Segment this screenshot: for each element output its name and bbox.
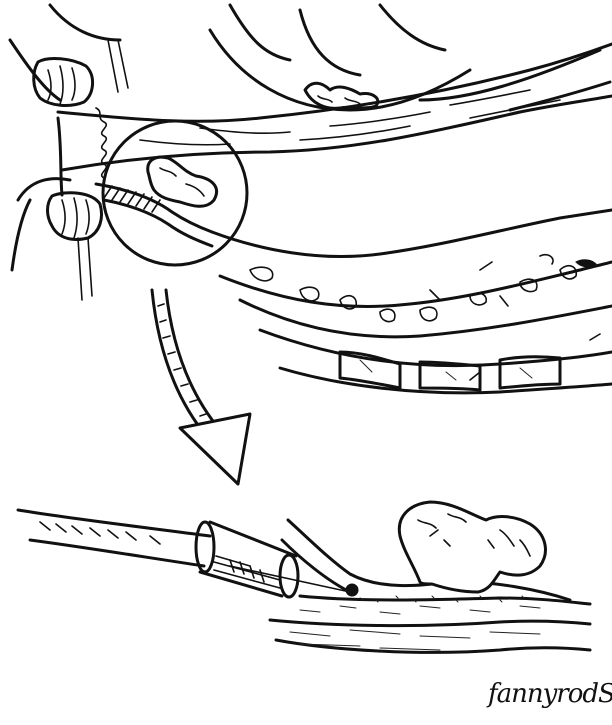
signature-text: fannyrodS19 [486,679,612,709]
procedure-detail [18,502,590,652]
artist-signature: fannyrodS19 [486,679,612,709]
overview-anatomy [10,5,612,393]
zoom-arrow [152,290,250,484]
